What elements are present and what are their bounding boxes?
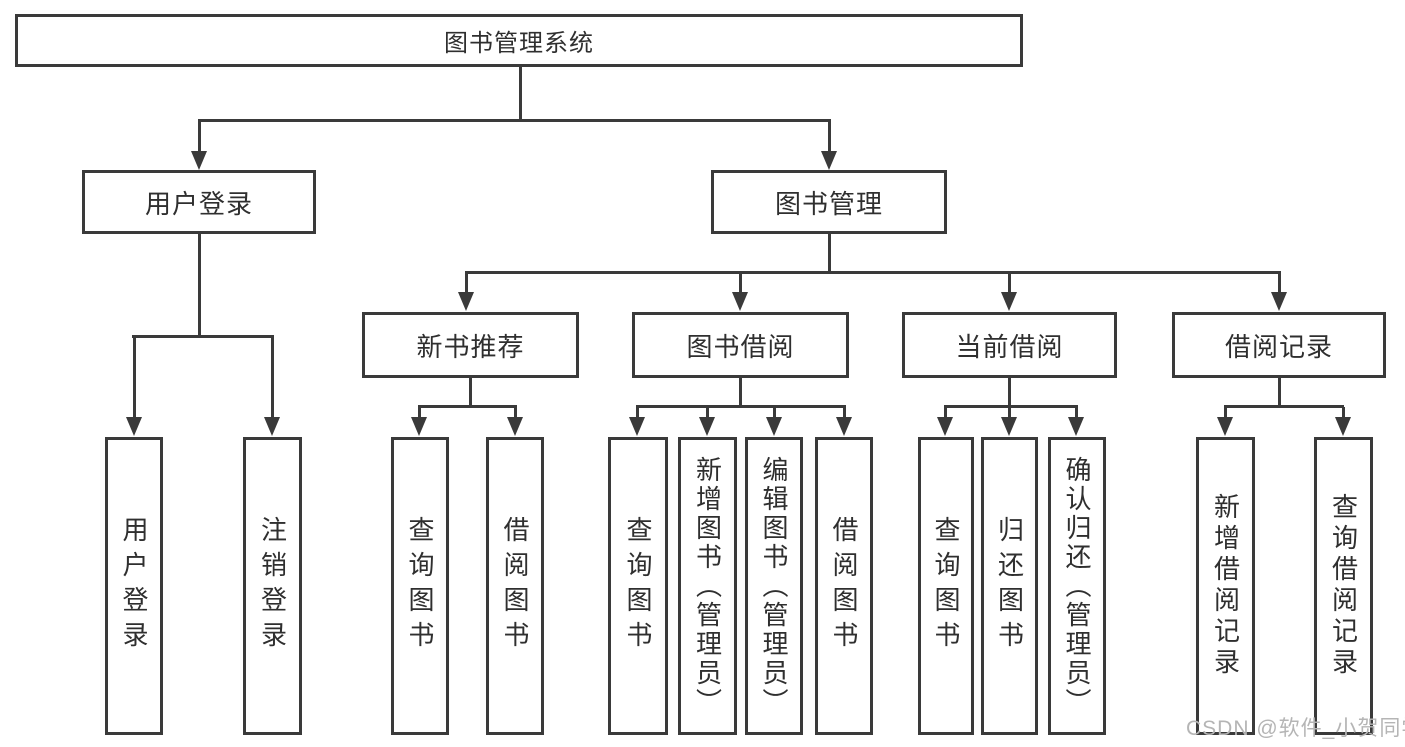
arrow-down-icon [699, 417, 715, 436]
connector-leaf-drop [706, 407, 709, 418]
node-current-borrow: 当前借阅 [902, 312, 1117, 378]
node-leaf-borrow-book: 借阅图书 [815, 437, 873, 735]
arrow-down-icon [191, 151, 207, 170]
connector-book-mgmt-drop [828, 121, 831, 153]
arrow-down-icon [836, 417, 852, 436]
connector-leaf-drop [843, 407, 846, 418]
connector-module-drop [739, 273, 742, 294]
node-leaf-add-borrow-record: 新增借阅记录 [1196, 437, 1255, 735]
node-root-library-management-system: 图书管理系统 [15, 14, 1023, 67]
node-leaf-borrow-book: 借阅图书 [486, 437, 544, 735]
connector-module-bar [1224, 405, 1344, 408]
node-book-borrow: 图书借阅 [632, 312, 849, 378]
connector-module-drop [1278, 273, 1281, 294]
connector-user-login-bar [132, 335, 274, 338]
node-leaf-return-book: 归还图书 [981, 437, 1038, 735]
arrow-down-icon [766, 417, 782, 436]
arrow-down-icon [1271, 292, 1287, 311]
connector-leaf-drop [1224, 407, 1227, 418]
connector-module-drop [465, 273, 468, 294]
connector-user-login-stem [198, 234, 201, 337]
arrow-down-icon [732, 292, 748, 311]
connector-leaf-drop [1008, 407, 1011, 418]
connector-user-login-drop [198, 121, 201, 153]
connector-root-bar [198, 119, 831, 122]
arrow-down-icon [1335, 417, 1351, 436]
connector-root-stem [519, 66, 522, 122]
node-new-book-recommend: 新书推荐 [362, 312, 579, 378]
arrow-down-icon [937, 417, 953, 436]
arrow-down-icon [507, 417, 523, 436]
node-borrow-records: 借阅记录 [1172, 312, 1386, 378]
node-leaf-add-book-admin: 新增图书（管理员） [678, 437, 737, 735]
connector-leaf-drop [944, 407, 947, 418]
connector-module-stem [1278, 378, 1281, 407]
node-book-management: 图书管理 [711, 170, 947, 234]
connector-module-stem [739, 378, 742, 407]
csdn-watermark: CSDN @软件_小贺同学 [1186, 717, 1405, 740]
connector-leaf-drop [1075, 407, 1078, 418]
arrow-down-icon [411, 417, 427, 436]
arrow-down-icon [1068, 417, 1084, 436]
connector-module-drop [1008, 273, 1011, 294]
node-leaf-search-borrow-record: 查询借阅记录 [1314, 437, 1373, 735]
connector-leaf-drop [773, 407, 776, 418]
connector-module-stem [469, 378, 472, 407]
node-leaf-search-book: 查询图书 [608, 437, 668, 735]
connector-module-bar [636, 405, 846, 408]
node-leaf-confirm-return-admin: 确认归还（管理员） [1048, 437, 1106, 735]
arrow-down-icon [1001, 417, 1017, 436]
connector-module-bar [944, 405, 1078, 408]
connector-leaf-drop [514, 407, 517, 418]
arrow-down-icon [458, 292, 474, 311]
connector-leaf-drop [133, 337, 136, 417]
connector-module-stem [1008, 378, 1011, 407]
arrow-down-icon [629, 417, 645, 436]
arrow-down-icon [264, 417, 280, 436]
arrow-down-icon [821, 151, 837, 170]
node-leaf-user-login: 用户登录 [105, 437, 163, 735]
arrow-down-icon [1217, 417, 1233, 436]
connector-leaf-drop [418, 407, 421, 418]
node-leaf-logout: 注销登录 [243, 437, 302, 735]
arrow-down-icon [126, 417, 142, 436]
node-user-login: 用户登录 [82, 170, 316, 234]
node-leaf-search-book: 查询图书 [918, 437, 974, 735]
connector-book-mgmt-stem [828, 234, 831, 273]
connector-leaf-drop [636, 407, 639, 418]
node-leaf-search-book: 查询图书 [391, 437, 449, 735]
connector-book-mgmt-bar [465, 271, 1281, 274]
arrow-down-icon [1001, 292, 1017, 311]
connector-leaf-drop [1342, 407, 1345, 418]
connector-module-bar [418, 405, 517, 408]
connector-leaf-drop [271, 337, 274, 417]
node-leaf-edit-book-admin: 编辑图书（管理员） [745, 437, 803, 735]
